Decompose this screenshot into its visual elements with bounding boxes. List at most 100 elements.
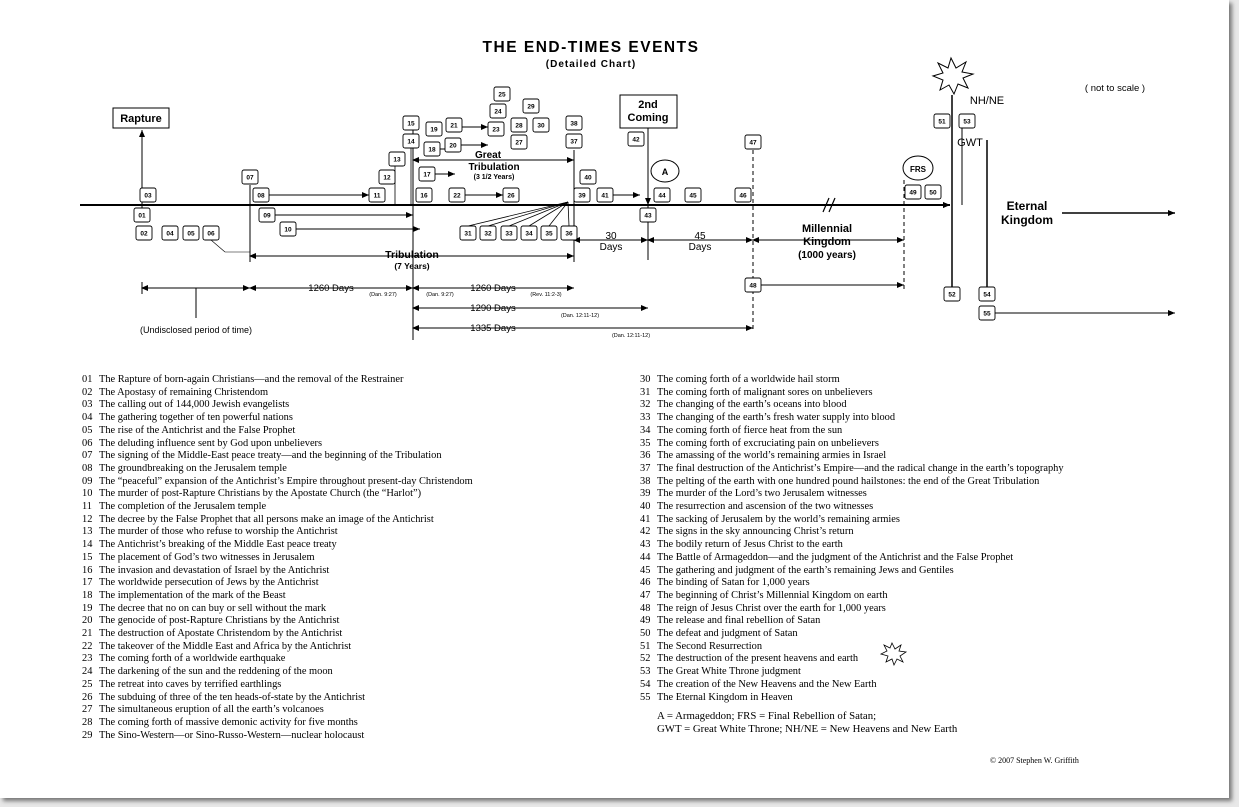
bowl-judgment-line [508, 201, 569, 227]
legend-item-text: The coming forth of massive demonic acti… [99, 716, 358, 728]
event-box-18: 18 [423, 141, 441, 157]
bowl-judgment-line [487, 201, 569, 227]
event-box-number: 21 [450, 123, 458, 130]
legend-item-text: The resurrection and ascension of the tw… [657, 501, 874, 513]
event-box-30: 30 [532, 117, 550, 133]
event-box-number: 54 [983, 292, 991, 299]
event-box-13: 13 [388, 151, 406, 167]
event-box-34: 34 [520, 225, 538, 241]
event-box-05: 05 [182, 225, 200, 241]
ref-dan-1211-b: (Dan. 12:11-12) [612, 333, 650, 339]
timeline-break [828, 197, 836, 213]
legend-item-number: 27 [82, 704, 93, 716]
event-box-46: 46 [734, 187, 752, 203]
bowl-judgment-line [467, 201, 569, 227]
legend-item-number: 36 [640, 450, 651, 462]
event-box-52: 52 [943, 286, 961, 302]
legend-item-text: The Great White Throne judgment [657, 666, 801, 678]
frs-circle [902, 155, 934, 181]
second-coming-label-line1: 2nd [638, 99, 658, 111]
legend-item-number: 42 [640, 526, 651, 538]
legend-item-text: The Second Resurrection [657, 640, 763, 652]
event-box-number: 55 [983, 311, 991, 318]
days-1290: 1290 Days [470, 303, 516, 314]
legend-item-number: 47 [640, 589, 651, 601]
event-box-number: 20 [449, 143, 457, 150]
days-1335: 1335 Days [470, 323, 516, 334]
legend-item-text: The changing of the earth’s oceans into … [657, 399, 847, 411]
event-box-48: 48 [744, 277, 762, 293]
legend-item-number: 09 [82, 475, 93, 487]
legend-item-number: 43 [640, 539, 651, 551]
legend-item-text: The sacking of Jerusalem by the world’s … [657, 513, 900, 525]
legend-item-text: The coming forth of a worldwide hail sto… [657, 374, 840, 385]
armageddon-label: A [662, 167, 669, 177]
legend-item: 40 The resurrection and ascension of the … [640, 501, 1064, 514]
legend-item-text: The retreat into caves by terrified eart… [99, 678, 282, 690]
armageddon-circle [650, 159, 680, 183]
legend-item-text: The bodily return of Jesus Christ to the… [657, 539, 843, 551]
legend-item-text: The takeover of the Middle East and Afri… [99, 640, 352, 652]
event-box-28: 28 [510, 117, 528, 133]
event-box-15: 15 [402, 115, 420, 131]
legend-item-number: 04 [82, 412, 93, 424]
legend-item-number: 23 [82, 653, 93, 665]
legend-item-text: The Antichrist’s breaking of the Middle … [99, 539, 337, 551]
event-box-12: 12 [378, 169, 396, 185]
legend-item-text: The implementation of the mark of the Be… [99, 589, 286, 601]
legend-item-text: The murder of the Lord’s two Jerusalem w… [657, 488, 867, 500]
event-box-25: 25 [493, 86, 511, 102]
event-box-38: 38 [565, 115, 583, 131]
ref-dan-1211-a: (Dan. 12:11-12) [561, 313, 599, 319]
legend-item-text: The coming forth of excruciating pain on… [657, 437, 879, 449]
legend-item-number: 48 [640, 602, 651, 614]
event-box-number: 33 [505, 231, 513, 238]
legend-item-number: 40 [640, 501, 651, 513]
legend-item-number: 02 [82, 386, 93, 398]
copyright: © 2007 Stephen W. Griffith [990, 756, 1079, 765]
legend-item-number: 10 [82, 488, 93, 500]
eternal-kingdom-line1: Eternal [1007, 199, 1048, 213]
event-box-number: 16 [420, 193, 428, 200]
legend-item-number: 30 [640, 374, 651, 385]
event-box-number: 27 [515, 140, 523, 147]
event-box-21: 21 [445, 117, 463, 133]
chart-title: THE END-TIMES EVENTS [483, 39, 700, 56]
legend-item: 39 The murder of the Lord’s two Jerusalem… [640, 488, 1064, 501]
legend-item-number: 39 [640, 488, 651, 500]
event-box-17: 17 [418, 166, 436, 182]
legend-item-text: The darkening of the sun and the reddeni… [99, 666, 333, 678]
legend-item-number: 28 [82, 716, 93, 728]
legend-item-number: 06 [82, 437, 93, 449]
event-box-number: 51 [938, 119, 946, 126]
legend-item-number: 45 [640, 564, 651, 576]
legend-item-number: 46 [640, 577, 651, 589]
event-box-45: 45 [684, 187, 702, 203]
legend-item-text: The murder of those who refuse to worshi… [99, 526, 338, 538]
event-box-number: 31 [464, 231, 472, 238]
event-box-40: 40 [579, 169, 597, 185]
event-box-07: 07 [241, 169, 259, 185]
event-box-36: 36 [560, 225, 578, 241]
legend-item-text: The signs in the sky announcing Christ’s… [657, 526, 854, 538]
event-box-number: 30 [537, 123, 545, 130]
event-box-02: 02 [135, 225, 153, 241]
rapture-label-box: Rapture [112, 107, 170, 129]
event-box-number: 12 [383, 175, 391, 182]
